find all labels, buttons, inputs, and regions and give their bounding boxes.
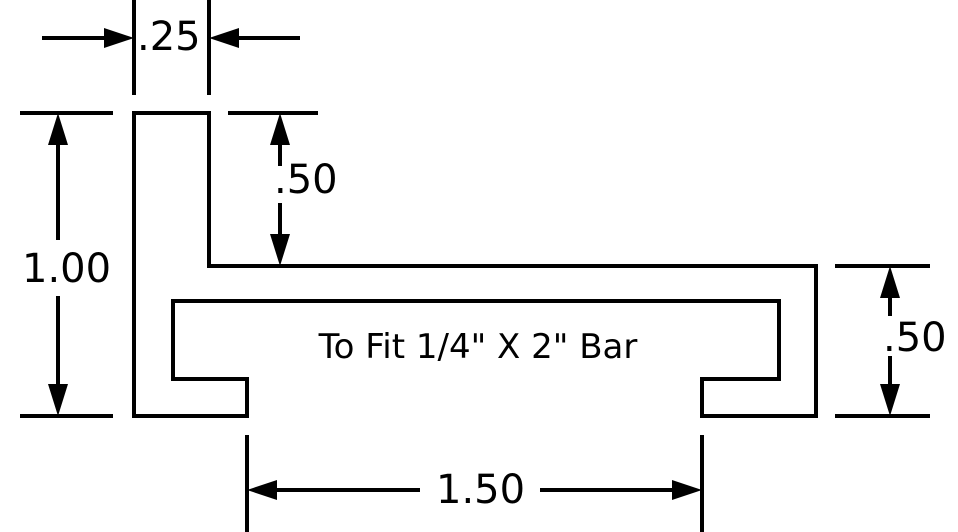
arrowhead bbox=[209, 28, 239, 48]
arrowhead bbox=[270, 234, 290, 266]
part-outline bbox=[132, 111, 818, 418]
arrowhead bbox=[247, 480, 277, 500]
bar-fit-note: To Fit 1/4" X 2" Bar bbox=[318, 327, 638, 367]
dim-label-right-height: .50 bbox=[883, 315, 947, 361]
dimension-top-depth: .50 bbox=[228, 111, 338, 266]
dimension-bottom-width: 1.50 bbox=[245, 435, 704, 532]
dim-label-bottom-width: 1.50 bbox=[436, 467, 525, 513]
dim-label-top-width: .25 bbox=[137, 14, 201, 60]
arrowhead bbox=[672, 480, 702, 500]
outer-profile bbox=[132, 111, 818, 418]
dimension-overall-height: 1.00 bbox=[20, 111, 113, 418]
dim-label-overall-height: 1.00 bbox=[22, 246, 111, 292]
dim-label-top-depth: .50 bbox=[274, 157, 338, 203]
dimension-right-height: .50 bbox=[835, 264, 947, 418]
arrowhead bbox=[270, 113, 290, 145]
arrowhead bbox=[880, 266, 900, 298]
arrowhead bbox=[104, 28, 134, 48]
arrowhead bbox=[48, 384, 68, 416]
arrowhead bbox=[48, 113, 68, 145]
arrowhead bbox=[880, 384, 900, 416]
dimension-top-width: .25 bbox=[42, 0, 300, 95]
